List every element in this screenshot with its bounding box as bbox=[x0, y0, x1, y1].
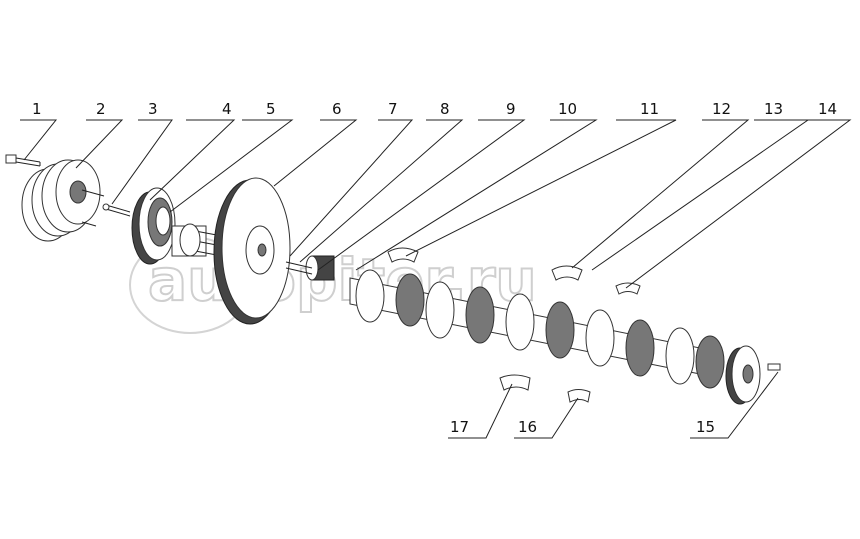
part-2-pulley bbox=[21, 159, 105, 242]
part-6-flywheel bbox=[213, 177, 291, 325]
callout-14: 14 bbox=[818, 100, 837, 118]
crankshaft bbox=[349, 269, 725, 389]
callout-7: 7 bbox=[388, 100, 398, 118]
callout-4: 4 bbox=[222, 100, 232, 118]
callout-2: 2 bbox=[96, 100, 106, 118]
part-1-bolt bbox=[5, 154, 41, 167]
callout-12: 12 bbox=[712, 100, 731, 118]
callout-11: 11 bbox=[640, 100, 659, 118]
callout-15: 15 bbox=[696, 418, 715, 436]
part-15-rear-gear bbox=[725, 345, 781, 405]
bearing-shell-lower-17 bbox=[499, 374, 531, 391]
leader-lines bbox=[20, 119, 852, 439]
callout-17: 17 bbox=[450, 418, 469, 436]
bearing-shell-upper-14 bbox=[615, 282, 641, 295]
callout-3: 3 bbox=[148, 100, 158, 118]
flywheel-hub bbox=[171, 223, 223, 257]
bearing-shell-upper-10 bbox=[387, 247, 419, 263]
callout-8: 8 bbox=[440, 100, 450, 118]
callout-13: 13 bbox=[764, 100, 783, 118]
callout-1: 1 bbox=[32, 100, 42, 118]
callout-9: 9 bbox=[506, 100, 516, 118]
bearing-shell-upper-12 bbox=[551, 265, 583, 281]
bearing-shells bbox=[387, 247, 641, 403]
part-3-pin bbox=[102, 203, 131, 217]
callout-labels: 1 2 3 4 5 6 7 8 9 10 11 12 13 14 15 16 1… bbox=[32, 100, 837, 436]
callout-5: 5 bbox=[266, 100, 276, 118]
callout-16: 16 bbox=[518, 418, 537, 436]
callout-6: 6 bbox=[332, 100, 342, 118]
callout-10: 10 bbox=[558, 100, 577, 118]
part-4-5-damper bbox=[131, 187, 176, 265]
bearing-shell-lower-16 bbox=[567, 389, 591, 403]
